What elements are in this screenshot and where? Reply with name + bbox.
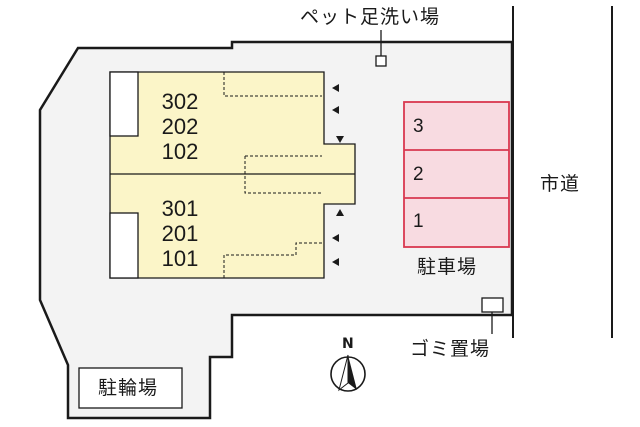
arrow-icon xyxy=(332,84,339,92)
arrow-icon xyxy=(332,106,339,114)
parking-slot-number: 3 xyxy=(413,116,424,137)
unit-number: 101 xyxy=(161,246,199,271)
unit-number: 201 xyxy=(161,221,199,246)
parking-slot-number: 1 xyxy=(413,211,424,232)
stairwell-upper xyxy=(109,71,139,137)
unit-number: 102 xyxy=(161,139,199,164)
parking-label: 駐車場 xyxy=(417,256,478,278)
arrow-icon xyxy=(332,234,339,242)
north-compass-icon xyxy=(330,354,366,392)
garbage-marker xyxy=(481,297,504,313)
garbage-label: ゴミ置場 xyxy=(410,338,491,360)
lower-units: 301 201 101 xyxy=(135,196,225,271)
bicycle-parking-box xyxy=(78,367,183,409)
parking-slot-number: 2 xyxy=(413,164,424,185)
building-outline xyxy=(109,71,356,279)
arrow-icon xyxy=(336,136,344,143)
upper-units: 302 202 102 xyxy=(135,89,225,164)
entrance-arrows xyxy=(332,84,344,266)
bicycle-parking-label: 駐輪場 xyxy=(98,377,159,399)
north-label: N xyxy=(342,336,354,352)
arrow-icon xyxy=(332,258,339,266)
unit-number: 202 xyxy=(161,114,199,139)
unit-number: 301 xyxy=(161,196,199,221)
city-road-label: 市道 xyxy=(540,173,581,195)
arrow-icon xyxy=(336,209,344,216)
footbath-marker xyxy=(375,55,387,67)
parking-area xyxy=(403,101,510,248)
pet-footbath-label: ペット足洗い場 xyxy=(300,6,441,28)
unit-number: 302 xyxy=(161,89,199,114)
stairwell-lower xyxy=(109,212,139,279)
walkway-dashes xyxy=(223,72,322,278)
